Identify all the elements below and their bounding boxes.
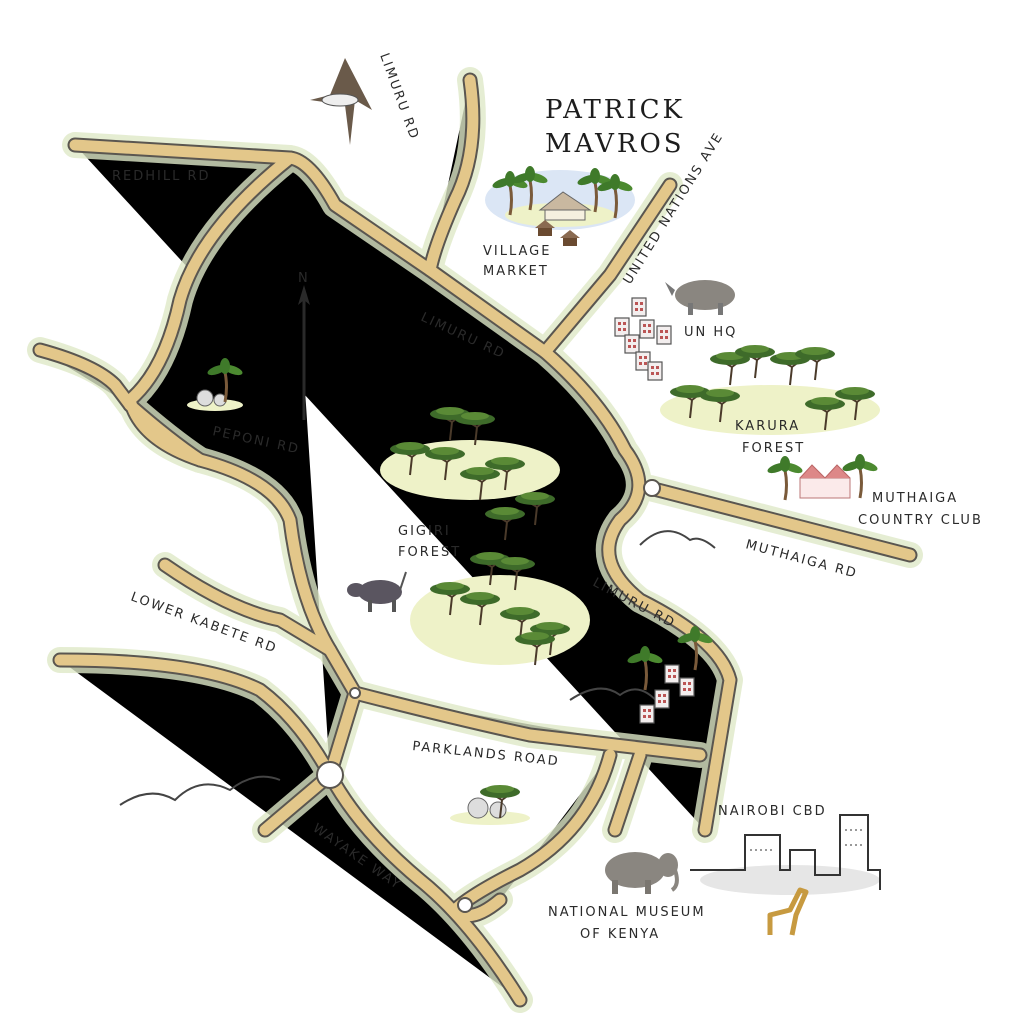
label-gigiri-1: GIGIRI (398, 524, 451, 539)
label-nairobi-cbd: NAIROBI CBD (718, 804, 827, 819)
label-village-market-2: MARKET (483, 264, 549, 279)
label-muthaiga-cc-2: COUNTRY CLUB (858, 513, 983, 528)
label-karura-1: KARURA (735, 419, 800, 434)
nairobi-cbd-skyline (690, 814, 881, 895)
hills (119, 530, 716, 806)
north-arrow: N (298, 271, 310, 420)
elephant-icon (605, 852, 679, 894)
rhino-icon (665, 280, 735, 315)
label-un-hq: UN HQ (684, 325, 737, 340)
village-market-illustration (485, 164, 636, 246)
un-hq-buildings (614, 297, 672, 381)
label-redhill-rd: REDHILL RD (112, 169, 211, 184)
label-limuru-rd-top: LIMURU RD (376, 51, 421, 142)
map-title: PATRICK MAVROS (545, 95, 685, 159)
muthaiga-club-illustration (764, 452, 881, 502)
giraffe-icon (767, 887, 809, 936)
roundabouts (316, 479, 661, 913)
label-muthaiga-cc-1: MUTHAIGA (872, 491, 958, 506)
karura-forest-trees (660, 344, 880, 435)
label-gigiri-2: FOREST (398, 545, 461, 560)
compass-north-label: N (298, 271, 310, 286)
rocks-icon (187, 356, 530, 825)
title-line-2: MAVROS (545, 129, 685, 159)
gigiri-forest-trees (380, 406, 590, 666)
warthog-icon (347, 571, 407, 612)
label-village-market-1: VILLAGE (483, 244, 551, 259)
title-line-1: PATRICK (545, 95, 685, 125)
stork-icon (310, 58, 372, 145)
label-museum-2: OF KENYA (580, 927, 660, 942)
label-karura-2: FOREST (742, 441, 805, 456)
label-museum-1: NATIONAL MUSEUM (548, 905, 706, 920)
